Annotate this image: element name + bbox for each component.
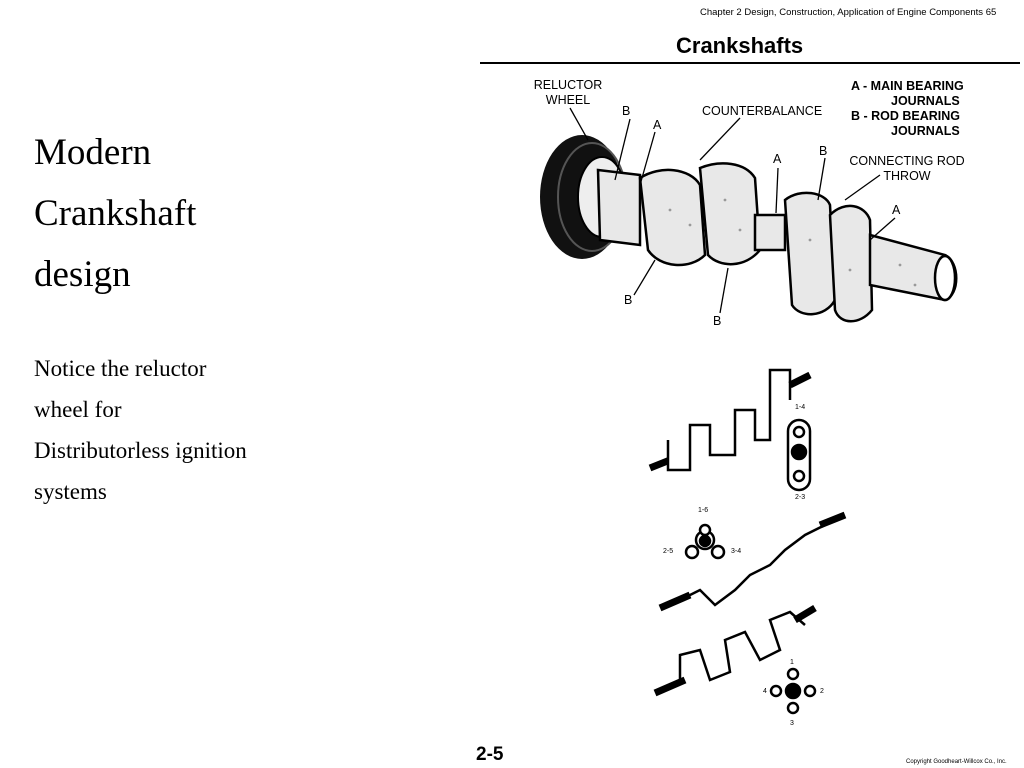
reluctor-label-line: RELUCTOR <box>533 78 603 92</box>
slide-title: Modern Crankshaft design <box>34 122 334 305</box>
six-cylinder-crank-illustration <box>658 511 847 612</box>
copyright-notice: Copyright Goodheart-Willcox Co., Inc. <box>906 759 1007 765</box>
throw-label: 3 <box>790 720 794 727</box>
figure-heading: Crankshafts <box>676 33 804 58</box>
throw-label: 1-6 <box>698 507 709 514</box>
legend: A - MAIN BEARING JOURNALS B - ROD BEARIN… <box>851 79 981 139</box>
throw-label: 2-3 <box>795 494 806 501</box>
label-b: B <box>713 314 722 328</box>
leader-lines <box>569 107 896 314</box>
v8-crank-illustration <box>653 604 817 715</box>
legend-line: JOURNALS <box>891 94 960 108</box>
notes-line: systems <box>34 479 107 504</box>
slide-notes: Notice the reluctor wheel for Distributo… <box>34 348 334 512</box>
notes-line: Distributorless ignition <box>34 438 247 463</box>
connecting-rod-label: CONNECTING ROD THROW <box>843 154 971 184</box>
crankshaft-body-illustration <box>596 162 958 323</box>
throw-label: 1 <box>790 659 794 666</box>
legend-line: B - ROD BEARING <box>851 109 961 123</box>
slide-title-line: Crankshaft <box>34 193 197 234</box>
legend-line: A - MAIN BEARING <box>851 79 964 93</box>
legend-line: JOURNALS <box>891 124 960 138</box>
throw-label: 3-4 <box>731 548 742 555</box>
connecting-rod-label-line: THROW <box>883 169 931 183</box>
four-cylinder-crank-illustration <box>648 368 812 492</box>
notes-line: Notice the reluctor <box>34 356 207 381</box>
reluctor-label-line: WHEEL <box>545 93 591 107</box>
label-b: B <box>624 293 633 307</box>
label-a: A <box>773 152 782 166</box>
counterbalance-label: COUNTERBALANCE <box>702 104 823 118</box>
label-a: A <box>892 203 901 217</box>
label-a: A <box>653 118 662 132</box>
throw-label: 2-5 <box>663 548 674 555</box>
header-rule <box>480 62 1020 64</box>
page-number: 2-5 <box>476 744 504 765</box>
label-b: B <box>819 144 828 158</box>
throw-label: 2 <box>820 688 824 695</box>
slide-title-line: design <box>34 254 131 295</box>
reluctor-label: RELUCTOR WHEEL <box>528 78 608 108</box>
label-b: B <box>622 104 631 118</box>
throw-label: 4 <box>763 688 767 695</box>
notes-line: wheel for <box>34 397 122 422</box>
slide-title-line: Modern <box>34 132 152 173</box>
connecting-rod-label-line: CONNECTING ROD <box>849 154 965 168</box>
throw-label: 1-4 <box>795 404 806 411</box>
chapter-header: Chapter 2 Design, Construction, Applicat… <box>700 7 997 18</box>
